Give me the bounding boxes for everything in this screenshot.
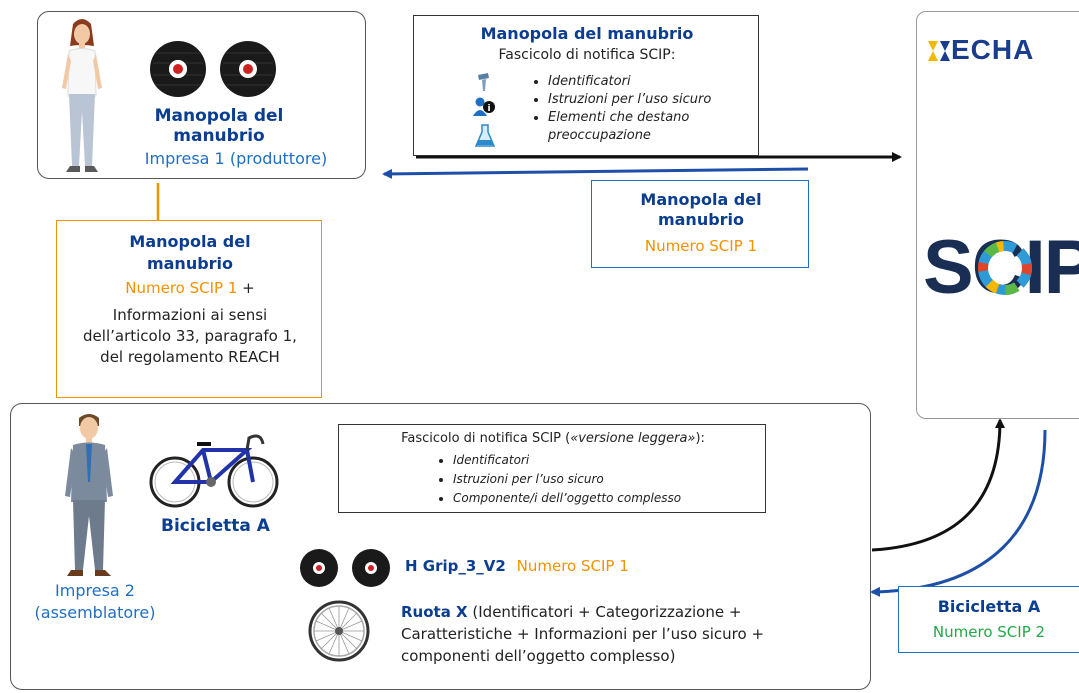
component2-detail: (Identificatori + Categorizzazione + Car… [401,603,765,665]
echa-logo-text: ECHA [951,34,1035,65]
supply-box-info: Informazioni ai sensi dell’articolo 33, … [83,306,297,366]
woman-figure-icon [62,19,102,172]
return-box-product: Manopola del manubrio [640,190,762,229]
dossier-light-title-em: «versione leggera» [570,431,696,446]
dossier-top-box: Manopola del manubrio Fascicolo di notif… [413,15,759,156]
scip-logo-ring-icon [978,241,1032,295]
dossier-top-subtitle: Fascicolo di notifica SCIP: [498,47,676,63]
dossier-light-title-prefix: Fascicolo di notifica SCIP ( [401,431,571,446]
company2-product: Bicicletta A [161,516,270,536]
grip-component-icon [300,549,390,587]
svg-text:i: i [487,104,490,114]
dossier-top-list: Identificatori Istruzioni per l’uso sicu… [526,73,768,145]
scip-number-return-arrow [382,167,809,179]
company2-box: Bicicletta A Impresa 2 (assemblatore) Fa… [10,403,871,690]
hazard-flask-icon [474,124,496,147]
man-figure-icon [65,414,113,576]
echa-logo-icon [928,41,950,61]
bicycle-icon [149,434,279,508]
dossier-light-item: Componente/i dell’oggetto complesso [453,489,773,508]
scip-number-return-arrow-bottom [870,429,1047,597]
component2-label: Ruota X (Identificatori + Categorizzazio… [401,601,851,667]
screw-icon [478,73,489,91]
dossier-light-title-suffix: ): [695,431,705,446]
company2-name: Impresa 2 (assemblatore) [34,581,156,622]
component1-label: H Grip_3_V2 Numero SCIP 1 [405,557,629,575]
supply-box-number-line: Numero SCIP 1 + [57,279,323,297]
dossier-top-item: Identificatori [548,73,768,91]
echa-scip-panel: ECHA SCIP [916,11,1079,419]
dossier-light-list: Identificatori Istruzioni per l’uso sicu… [431,451,773,508]
bike-box-number: Numero SCIP 2 [932,623,1046,641]
component1-number: Numero SCIP 1 [516,557,629,575]
safety-info-icon: i [473,97,495,116]
company1-product: Manopola del manubrio [154,106,284,146]
dossier-light-item: Identificatori [453,451,773,470]
company1-box: Manopola del manubrio Impresa 1 (produtt… [37,11,366,179]
dossier-top-title: Manopola del manubrio [480,24,694,43]
wheel-component-icon [308,600,370,662]
dossier-light-title: Fascicolo di notifica SCIP («versione le… [339,431,767,446]
company1-name: Impresa 1 (produttore) [144,149,328,168]
component2-name: Ruota X [401,603,468,621]
dossier-top-item: Istruzioni per l’uso sicuro [548,91,768,109]
supply-box-plus: + [242,279,255,297]
supply-info-box: Manopola del manubrio Numero SCIP 1 + In… [56,220,322,398]
dossier-light-item: Istruzioni per l’uso sicuro [453,470,773,489]
scip-logo-text: SCIP [923,225,1079,310]
bike-number-box: Bicicletta A Numero SCIP 2 [898,586,1079,653]
component1-name: H Grip_3_V2 [405,557,506,575]
dossier-light-box: Fascicolo di notifica SCIP («versione le… [338,424,766,513]
handlebar-grip-icon [150,41,276,97]
dossier-top-item: Elementi che destano preoccupazione [548,109,768,145]
return-box-number: Numero SCIP 1 [644,237,758,255]
supply-box-number: Numero SCIP 1 [125,279,238,297]
supply-box-product: Manopola del manubrio [129,232,251,273]
notification-arrow-bottom [871,418,1005,552]
return-box: Manopola del manubrio Numero SCIP 1 [591,180,809,268]
bike-box-product: Bicicletta A [937,597,1041,616]
